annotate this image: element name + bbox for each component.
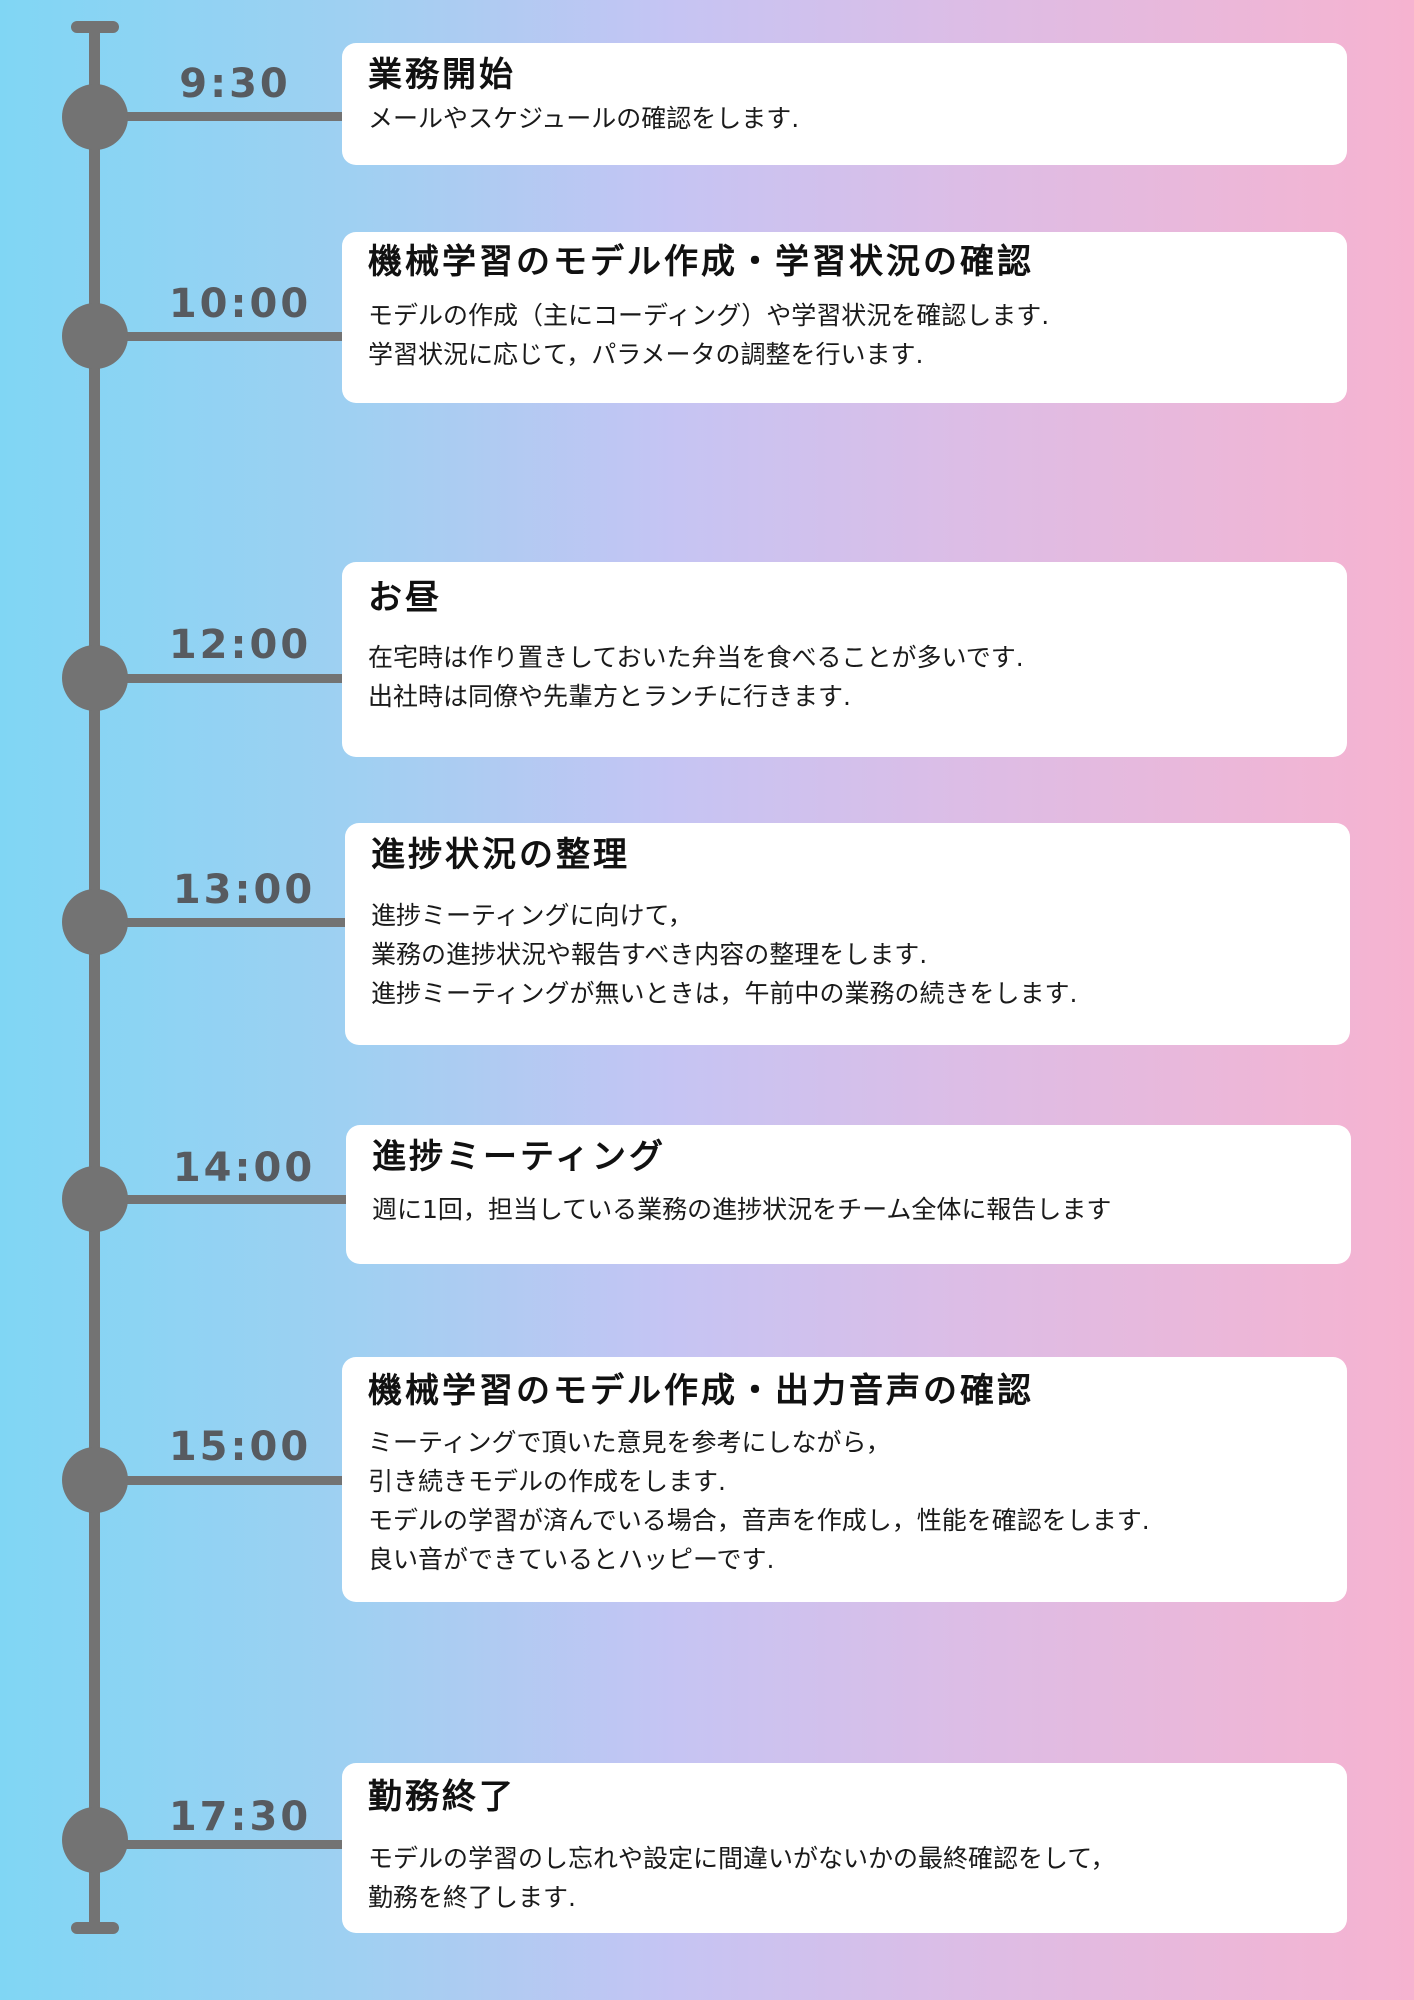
timeline-spine — [89, 22, 100, 1932]
time-label: 12:00 — [168, 622, 312, 668]
timeline-dot — [62, 1447, 128, 1513]
event-title: 機械学習のモデル作成・出力音声の確認 — [368, 1371, 1034, 1411]
time-label: 13:00 — [172, 867, 316, 913]
description-line: モデルの学習が済んでいる場合，音声を作成し，性能を確認をします. — [368, 1506, 1150, 1535]
timeline-start-cap — [71, 21, 119, 33]
description-line: モデルの作成（主にコーディング）や学習状況を確認します. — [368, 301, 1050, 330]
event-title: 進捗ミーティング — [372, 1137, 666, 1177]
timeline-dot — [62, 645, 128, 711]
event-description: 週に1回，担当している業務の進捗状況をチーム全体に報告します — [372, 1190, 1111, 1229]
event-description: 進捗ミーティングに向けて， 業務の進捗状況や報告すべき内容の整理をします. 進捗… — [371, 896, 1077, 1013]
event-card: 進捗状況の整理 進捗ミーティングに向けて， 業務の進捗状況や報告すべき内容の整理… — [345, 823, 1350, 1045]
event-title: 業務開始 — [368, 55, 516, 95]
event-card: 機械学習のモデル作成・出力音声の確認 ミーティングで頂いた意見を参考にしながら，… — [342, 1357, 1347, 1602]
event-card: 勤務終了 モデルの学習のし忘れや設定に間違いがないかの最終確認をして， 勤務を終… — [342, 1763, 1347, 1933]
description-line: 引き続きモデルの作成をします. — [368, 1467, 726, 1496]
description-line: 在宅時は作り置きしておいた弁当を食べることが多いです. — [368, 643, 1024, 672]
connector-line — [100, 918, 348, 927]
description-line: 学習状況に応じて，パラメータの調整を行います. — [368, 340, 924, 369]
timeline-dot — [62, 84, 128, 150]
timeline-dot — [62, 303, 128, 369]
connector-line — [100, 1476, 345, 1485]
event-description: メールやスケジュールの確認をします. — [368, 99, 799, 138]
description-line: モデルの学習のし忘れや設定に間違いがないかの最終確認をして， — [368, 1844, 1116, 1873]
description-line: 良い音ができているとハッピーです. — [368, 1545, 775, 1574]
event-title: お昼 — [368, 578, 442, 618]
description-line: ミーティングで頂いた意見を参考にしながら， — [368, 1428, 891, 1457]
description-line: 勤務を終了します. — [368, 1883, 576, 1912]
description-line: メールやスケジュールの確認をします. — [368, 104, 800, 133]
connector-line — [100, 674, 345, 683]
timeline-dot — [62, 889, 128, 955]
event-card: お昼 在宅時は作り置きしておいた弁当を食べることが多いです. 出社時は同僚や先輩… — [342, 562, 1347, 757]
timeline-end-cap — [71, 1922, 119, 1934]
event-card: 機械学習のモデル作成・学習状況の確認 モデルの作成（主にコーディング）や学習状況… — [342, 232, 1347, 403]
event-title: 進捗状況の整理 — [371, 835, 630, 875]
time-label: 17:30 — [168, 1794, 312, 1840]
event-title: 勤務終了 — [368, 1777, 516, 1817]
event-card: 進捗ミーティング 週に1回，担当している業務の進捗状況をチーム全体に報告します — [346, 1125, 1351, 1264]
description-line: 出社時は同僚や先輩方とランチに行きます. — [368, 682, 851, 711]
time-label: 10:00 — [168, 281, 312, 327]
event-description: モデルの作成（主にコーディング）や学習状況を確認します. 学習状況に応じて，パラ… — [368, 296, 1049, 374]
timeline-dot — [62, 1807, 128, 1873]
description-line: 業務の進捗状況や報告すべき内容の整理をします. — [371, 940, 928, 969]
event-description: モデルの学習のし忘れや設定に間違いがないかの最終確認をして， 勤務を終了します. — [368, 1839, 1116, 1917]
event-description: 在宅時は作り置きしておいた弁当を食べることが多いです. 出社時は同僚や先輩方とラ… — [368, 638, 1024, 716]
connector-line — [100, 1840, 345, 1849]
time-label: 14:00 — [172, 1145, 316, 1191]
connector-line — [100, 332, 345, 341]
description-line: 進捗ミーティングが無いときは，午前中の業務の続きをします. — [371, 979, 1078, 1008]
connector-line — [100, 112, 345, 121]
timeline-dot — [62, 1166, 128, 1232]
event-description: ミーティングで頂いた意見を参考にしながら， 引き続きモデルの作成をします. モデ… — [368, 1423, 1150, 1579]
description-line: 週に1回，担当している業務の進捗状況をチーム全体に報告します — [372, 1195, 1112, 1224]
event-card: 業務開始 メールやスケジュールの確認をします. — [342, 43, 1347, 165]
time-label: 9:30 — [179, 61, 291, 107]
description-line: 進捗ミーティングに向けて， — [371, 901, 693, 930]
time-label: 15:00 — [168, 1424, 312, 1470]
event-title: 機械学習のモデル作成・学習状況の確認 — [368, 242, 1034, 282]
connector-line — [100, 1195, 348, 1204]
